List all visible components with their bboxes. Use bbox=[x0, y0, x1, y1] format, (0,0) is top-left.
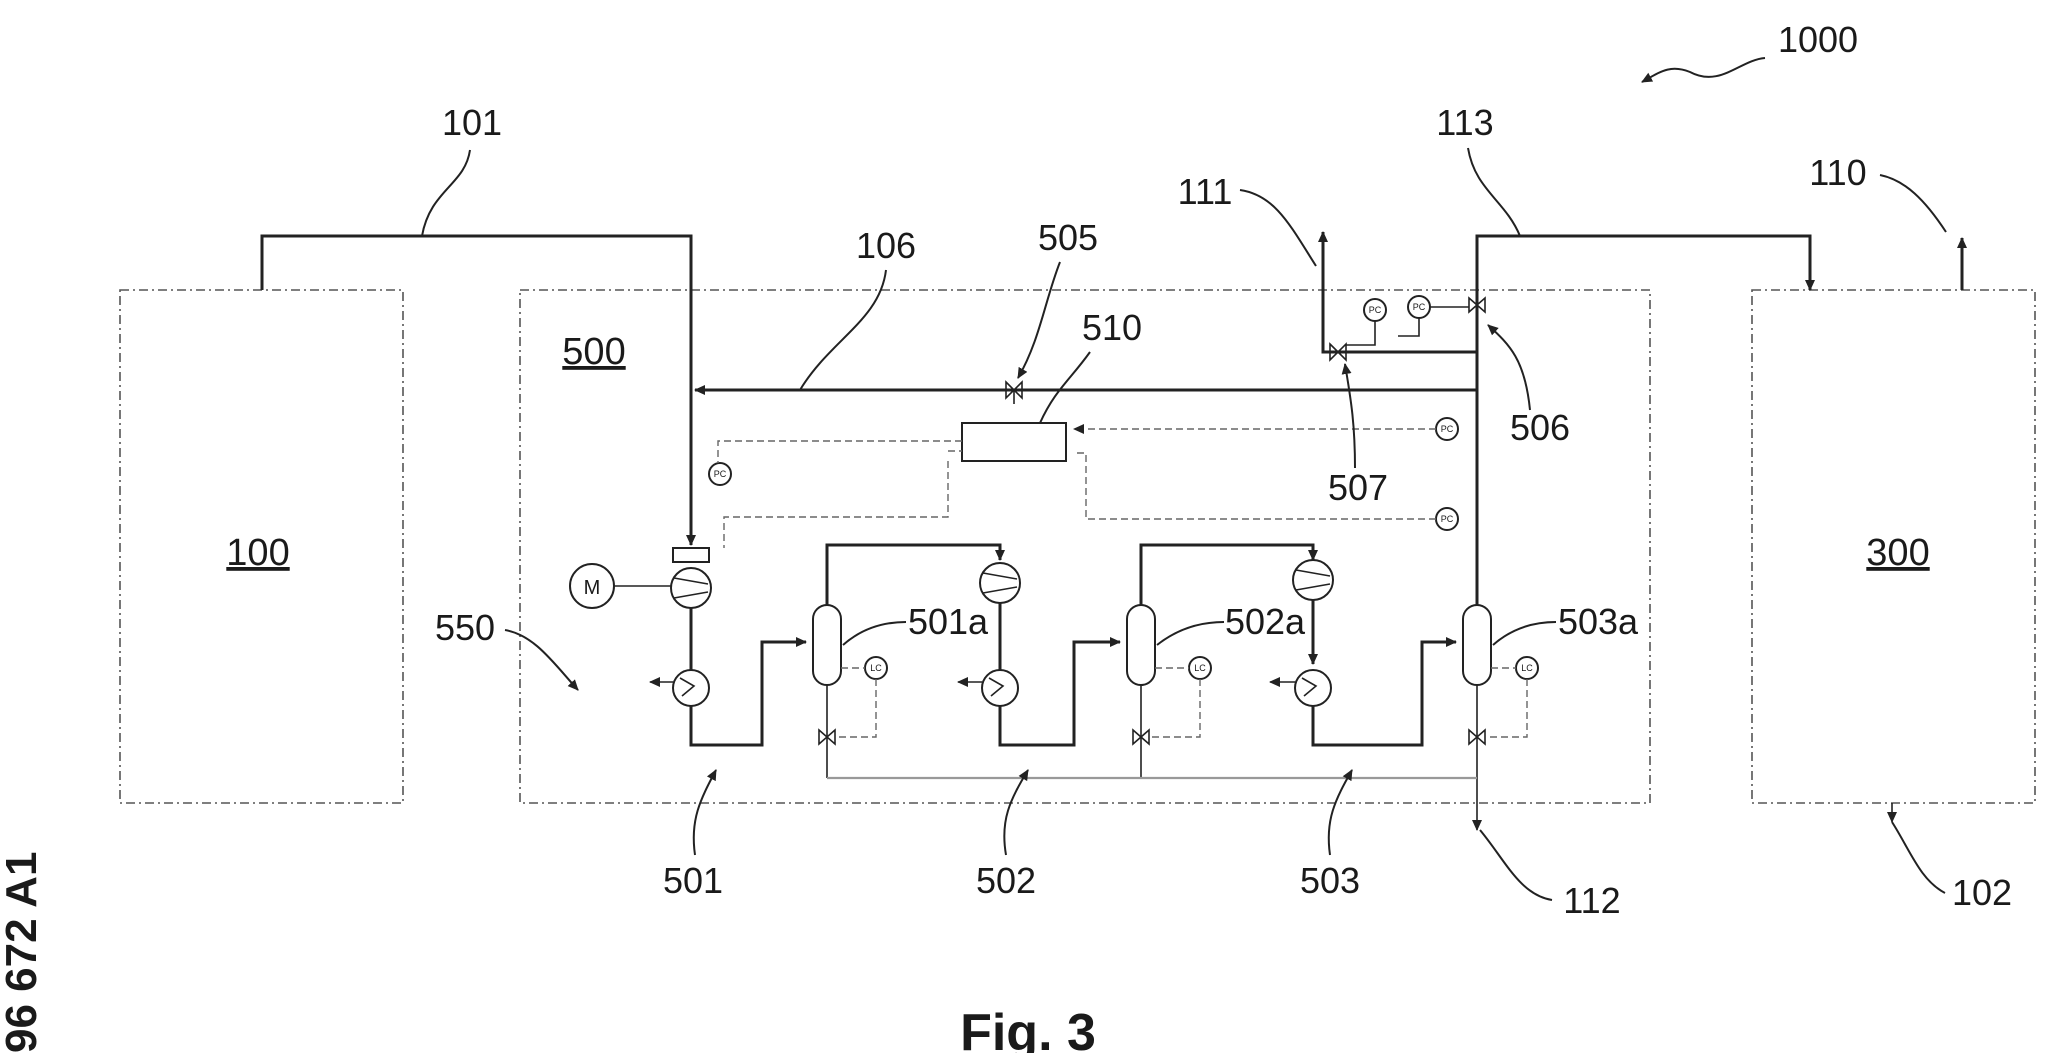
lc-502a-signal bbox=[1150, 679, 1200, 737]
side-publication-number: 96 672 A1 bbox=[0, 852, 46, 1053]
ref-1000: 1000 bbox=[1778, 19, 1858, 60]
vent-line-111 bbox=[1323, 232, 1477, 352]
pc-507-label: PC bbox=[1369, 305, 1382, 315]
leader-102 bbox=[1892, 822, 1945, 893]
compressor-501 bbox=[671, 568, 711, 608]
lc-502a-label: LC bbox=[1194, 663, 1206, 673]
ref-506: 506 bbox=[1510, 407, 1570, 448]
block-500-label: 500 bbox=[562, 331, 625, 373]
ref-102: 102 bbox=[1952, 872, 2012, 913]
ref-503: 503 bbox=[1300, 860, 1360, 901]
motor-label: M bbox=[584, 577, 601, 599]
ref-501: 501 bbox=[663, 860, 723, 901]
leader-502 bbox=[1004, 770, 1028, 855]
stage1-overhead bbox=[827, 545, 1000, 605]
ref-502a: 502a bbox=[1225, 601, 1306, 642]
leader-550 bbox=[505, 630, 578, 690]
controller-to-filter bbox=[724, 461, 948, 548]
lc-501a-label: LC bbox=[870, 663, 882, 673]
leader-510 bbox=[1040, 352, 1090, 423]
ref-112: 112 bbox=[1563, 880, 1620, 921]
leader-106 bbox=[800, 270, 886, 390]
ref-505: 505 bbox=[1038, 217, 1098, 258]
filter-501 bbox=[673, 548, 709, 562]
leader-505 bbox=[1018, 262, 1060, 378]
leader-501 bbox=[694, 770, 716, 855]
separator-502a bbox=[1127, 605, 1155, 685]
separator-503a bbox=[1463, 605, 1491, 685]
ref-113: 113 bbox=[1436, 102, 1493, 143]
compressor-502 bbox=[980, 563, 1020, 603]
separator-501a bbox=[813, 605, 841, 685]
ref-502: 502 bbox=[976, 860, 1036, 901]
ref-101: 101 bbox=[442, 102, 502, 143]
lc-503a-signal bbox=[1486, 679, 1527, 737]
leader-502a bbox=[1157, 622, 1224, 645]
leader-507 bbox=[1345, 364, 1355, 468]
leader-501a bbox=[843, 622, 906, 645]
leader-503a bbox=[1493, 622, 1556, 645]
pc-product-upper-label: PC bbox=[1441, 424, 1454, 434]
leader-101 bbox=[422, 150, 470, 236]
stage3-line-to-sep bbox=[1313, 642, 1456, 745]
pc-507-signal bbox=[1346, 318, 1419, 345]
feed-line-101 bbox=[262, 236, 691, 545]
lc-503a-label: LC bbox=[1521, 663, 1533, 673]
ref-111: 111 bbox=[1178, 171, 1233, 212]
ref-507: 507 bbox=[1328, 467, 1388, 508]
pc-506-label: PC bbox=[1413, 302, 1426, 312]
ref-550: 550 bbox=[435, 607, 495, 648]
ref-106: 106 bbox=[856, 225, 916, 266]
compressor-503 bbox=[1293, 560, 1333, 600]
leader-112 bbox=[1480, 830, 1552, 900]
stage2-overhead bbox=[1141, 545, 1313, 605]
ref-501a: 501a bbox=[908, 601, 989, 642]
leader-113 bbox=[1468, 148, 1520, 236]
leader-506 bbox=[1488, 325, 1530, 410]
ref-110: 110 bbox=[1809, 152, 1866, 193]
ref-510: 510 bbox=[1082, 307, 1142, 348]
block-300-label: 300 bbox=[1866, 532, 1929, 574]
pc-product-lower-label: PC bbox=[1441, 514, 1454, 524]
figure-caption: Fig. 3 bbox=[960, 1004, 1096, 1053]
controller-510 bbox=[962, 423, 1066, 461]
leader-503 bbox=[1329, 770, 1352, 855]
leader-1000 bbox=[1642, 58, 1765, 82]
lc-501a-signal bbox=[836, 679, 876, 737]
leader-111 bbox=[1240, 190, 1316, 266]
leader-110 bbox=[1880, 175, 1946, 232]
block-100-label: 100 bbox=[226, 532, 289, 574]
ref-503a: 503a bbox=[1558, 601, 1639, 642]
pc-feed-label: PC bbox=[714, 469, 727, 479]
pc-feed-signal bbox=[718, 441, 962, 463]
